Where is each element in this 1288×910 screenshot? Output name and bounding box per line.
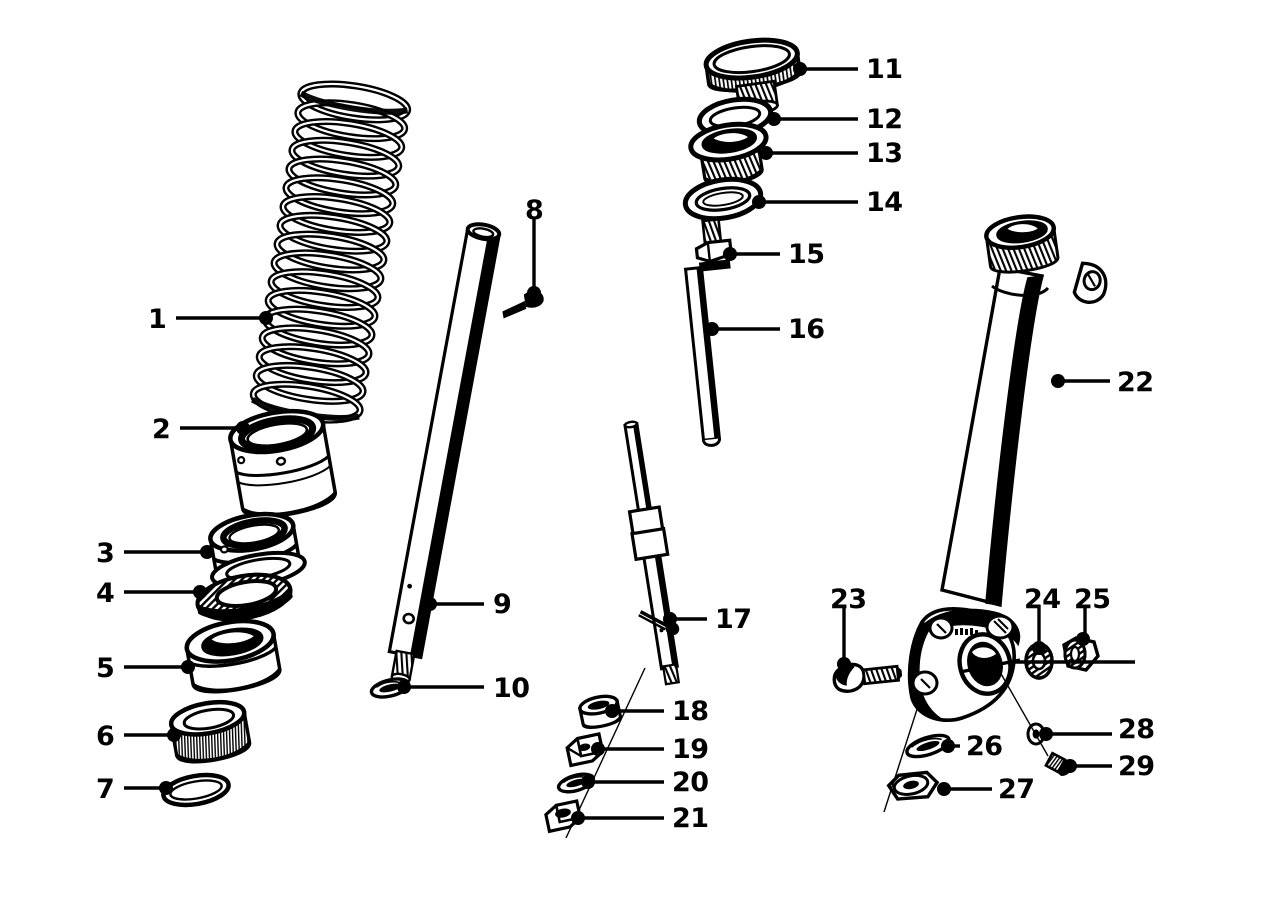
callout-label-8: 8	[525, 195, 544, 226]
assembly-guide-lines	[565, 667, 1049, 839]
callout-label-22: 22	[1117, 367, 1154, 398]
callout-label-29: 29	[1118, 751, 1155, 782]
callout-label-13: 13	[866, 138, 903, 169]
callout-label-9: 9	[493, 589, 512, 620]
callout-label-20: 20	[672, 767, 709, 798]
callout-label-21: 21	[672, 803, 709, 834]
part-piston-rod-lower	[623, 420, 681, 686]
part-sealing-ring	[682, 176, 764, 222]
part-seal-retainer-cup	[184, 618, 282, 694]
fork-lower-leg-casting	[907, 607, 1021, 722]
callout-label-23: 23	[830, 584, 867, 615]
part-cap-nut	[544, 799, 583, 834]
callout-label-14: 14	[866, 187, 903, 218]
part-piston-rod	[683, 265, 722, 447]
callout-label-3: 3	[96, 538, 115, 569]
callout-label-26: 26	[966, 731, 1003, 762]
part-fork-spring	[251, 78, 410, 427]
part-spacer-bush	[578, 694, 623, 729]
callout-label-2: 2	[152, 414, 171, 445]
part-spring-guide-sleeve	[228, 408, 337, 518]
part-slide-bushing	[168, 699, 252, 764]
callout-label-10: 10	[493, 673, 530, 704]
callout-label-16: 16	[788, 314, 825, 345]
callout-label-1: 1	[148, 304, 167, 335]
callout-dots	[159, 62, 1090, 825]
callout-label-19: 19	[672, 734, 709, 765]
callout-label-5: 5	[96, 653, 115, 684]
callout-label-28: 28	[1118, 714, 1155, 745]
callout-label-6: 6	[96, 721, 115, 752]
part-lock-nut	[694, 217, 733, 272]
part-oil-seal	[195, 572, 293, 622]
part-o-ring	[161, 772, 231, 808]
part-shim-washer	[905, 733, 951, 759]
part-damper-tube	[387, 222, 502, 684]
part-clamp-bolt	[832, 662, 903, 693]
part-fork-slider-tube	[907, 214, 1108, 722]
callout-label-27: 27	[998, 774, 1035, 805]
callout-label-4: 4	[96, 578, 115, 609]
callout-label-11: 11	[866, 54, 903, 85]
callout-label-7: 7	[96, 774, 115, 805]
part-threaded-plug	[688, 121, 769, 186]
callout-label-17: 17	[715, 604, 752, 635]
callout-label-15: 15	[788, 239, 825, 270]
callout-leaders	[124, 67, 1135, 820]
callout-label-25: 25	[1074, 584, 1111, 615]
callout-label-24: 24	[1024, 584, 1061, 615]
callout-label-18: 18	[672, 696, 709, 727]
callout-label-12: 12	[866, 104, 903, 135]
part-axle-clamp-nut	[886, 770, 940, 801]
